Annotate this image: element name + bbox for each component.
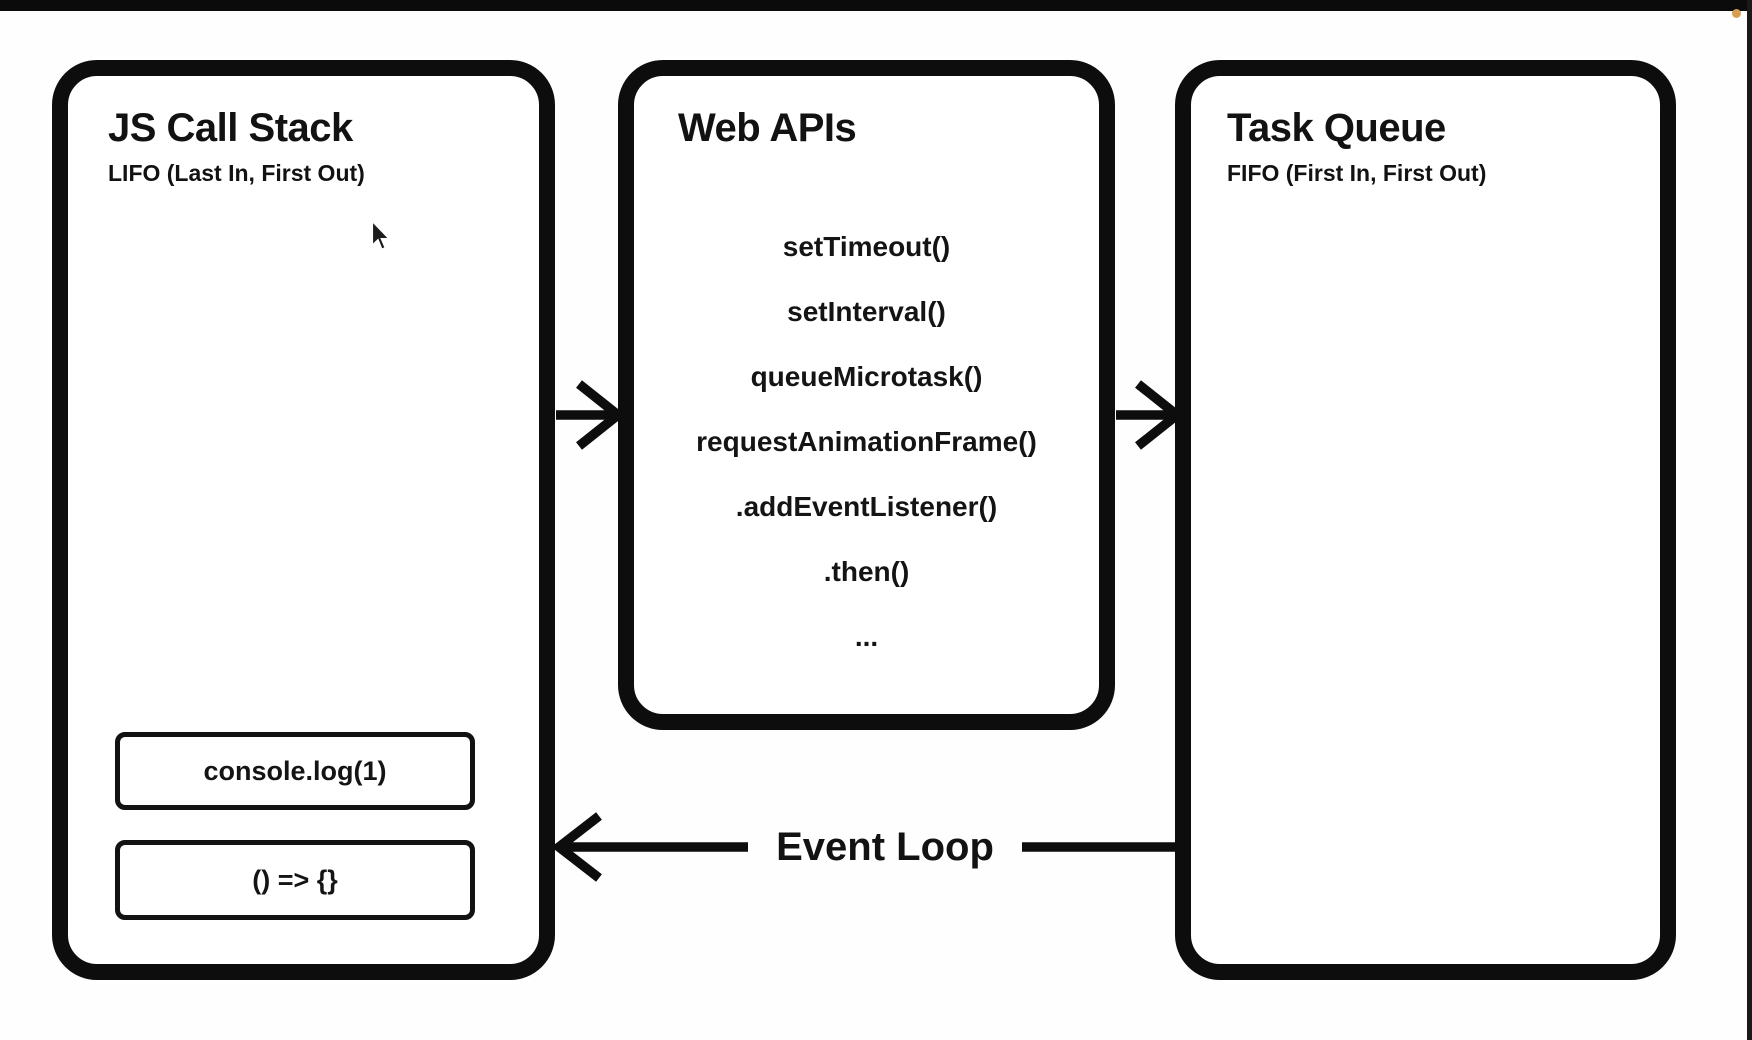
record-dot-icon — [1732, 9, 1741, 18]
call-stack-subtitle: LIFO (Last In, First Out) — [108, 160, 365, 186]
stack-frame-label: console.log(1) — [203, 755, 387, 786]
mouse-cursor-icon — [371, 220, 392, 251]
api-item-requestanimationframe: requestAnimationFrame() — [696, 425, 1037, 457]
stack-frame-console-log: console.log(1) — [115, 732, 475, 810]
task-queue-box: Task Queue FIFO (First In, First Out) — [1175, 60, 1676, 980]
api-item-ellipsis: ... — [854, 620, 879, 652]
api-item-queuemicrotask: queueMicrotask() — [750, 360, 983, 392]
arrow-webapis-to-taskqueue-icon — [1116, 380, 1185, 450]
stack-frame-label: () => {} — [252, 864, 338, 895]
event-loop-label: Event Loop — [776, 824, 994, 869]
right-edge-strip — [1747, 0, 1752, 1040]
web-apis-list: setTimeout() setInterval() queueMicrotas… — [634, 214, 1099, 669]
arrow-callstack-to-webapis-icon — [556, 380, 626, 450]
task-queue-title: Task Queue — [1227, 106, 1446, 150]
api-item-setinterval: setInterval() — [787, 295, 946, 327]
api-item-addeventlistener: .addEventListener() — [735, 490, 998, 522]
web-apis-box: Web APIs setTimeout() setInterval() queu… — [618, 60, 1115, 730]
api-item-then: .then() — [823, 555, 910, 587]
api-item-settimeout: setTimeout() — [782, 230, 951, 262]
stack-frame-arrow-function: () => {} — [115, 840, 475, 920]
top-letterbox-bar — [0, 0, 1752, 11]
web-apis-title: Web APIs — [678, 106, 857, 150]
task-queue-subtitle: FIFO (First In, First Out) — [1227, 160, 1487, 186]
js-call-stack-box: JS Call Stack LIFO (Last In, First Out) … — [52, 60, 555, 980]
call-stack-title: JS Call Stack — [108, 106, 353, 150]
